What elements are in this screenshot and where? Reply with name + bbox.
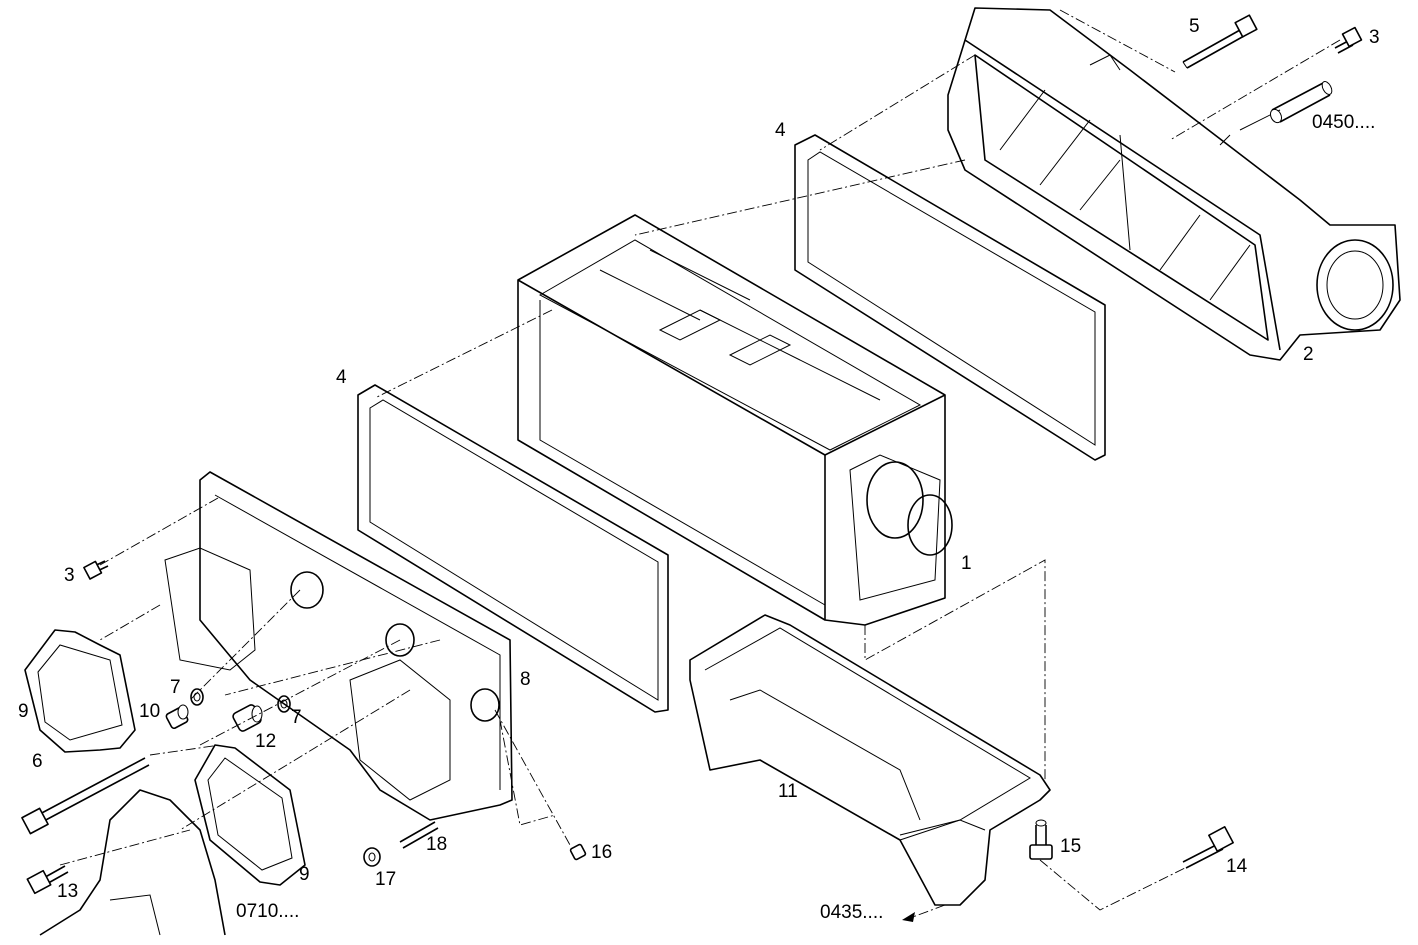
callout-7-right: 7 bbox=[291, 707, 302, 728]
part-9-cover-left bbox=[24, 629, 136, 753]
callout-4-upper: 4 bbox=[775, 120, 786, 141]
part-15-bolt bbox=[1029, 819, 1053, 860]
callout-12: 12 bbox=[255, 731, 277, 752]
part-2-rear-housing bbox=[947, 7, 1401, 361]
callout-0450: 0450.... bbox=[1312, 112, 1376, 133]
part-6-long-bolt bbox=[21, 757, 150, 835]
part-3-bolt-left bbox=[83, 560, 109, 580]
callout-8: 8 bbox=[520, 669, 531, 690]
callout-2: 2 bbox=[1303, 344, 1314, 365]
part-10-plug bbox=[165, 704, 189, 730]
part-11-crossmember bbox=[689, 614, 1051, 906]
callout-0710: 0710.... bbox=[236, 901, 300, 922]
callout-9-left: 9 bbox=[18, 701, 29, 722]
part-3-bolt-top bbox=[1334, 26, 1363, 54]
callout-11: 11 bbox=[778, 781, 798, 802]
callout-15: 15 bbox=[1060, 836, 1082, 857]
callout-3-top: 3 bbox=[1369, 27, 1380, 48]
callout-1: 1 bbox=[961, 553, 972, 574]
callout-17: 17 bbox=[375, 869, 397, 890]
callout-18: 18 bbox=[426, 834, 448, 855]
callout-5: 5 bbox=[1189, 16, 1200, 37]
callout-3-left: 3 bbox=[64, 565, 75, 586]
housing-fragment-0710 bbox=[39, 789, 226, 936]
part-13-bolt bbox=[26, 865, 69, 895]
callout-14: 14 bbox=[1226, 856, 1248, 877]
part-8-front-cover bbox=[164, 471, 513, 821]
assembly-lead-lines bbox=[59, 9, 1341, 919]
dowel-pin bbox=[1269, 81, 1333, 124]
part-7-washer-right bbox=[277, 695, 291, 713]
part-4-gasket-upper bbox=[794, 134, 1106, 461]
callout-13: 13 bbox=[57, 881, 79, 902]
arrow-0435 bbox=[902, 912, 915, 922]
callout-7-left: 7 bbox=[170, 677, 181, 698]
part-4-gasket-lower bbox=[357, 384, 669, 713]
callout-0435: 0435.... bbox=[820, 902, 884, 923]
callout-6: 6 bbox=[32, 751, 43, 772]
part-14-bolt bbox=[1182, 826, 1234, 869]
part-5-bolt bbox=[1182, 14, 1258, 69]
part-16-plug bbox=[569, 843, 587, 861]
part-17-nut bbox=[363, 847, 381, 867]
part-18-stud bbox=[399, 821, 439, 849]
part-12-plug bbox=[232, 704, 263, 732]
part-9-cover-right bbox=[194, 744, 306, 886]
callout-4-lower: 4 bbox=[336, 367, 347, 388]
callout-9-right: 9 bbox=[299, 864, 310, 885]
part-1-box-body bbox=[517, 214, 953, 626]
callout-10: 10 bbox=[139, 701, 161, 722]
callout-16: 16 bbox=[591, 842, 613, 863]
